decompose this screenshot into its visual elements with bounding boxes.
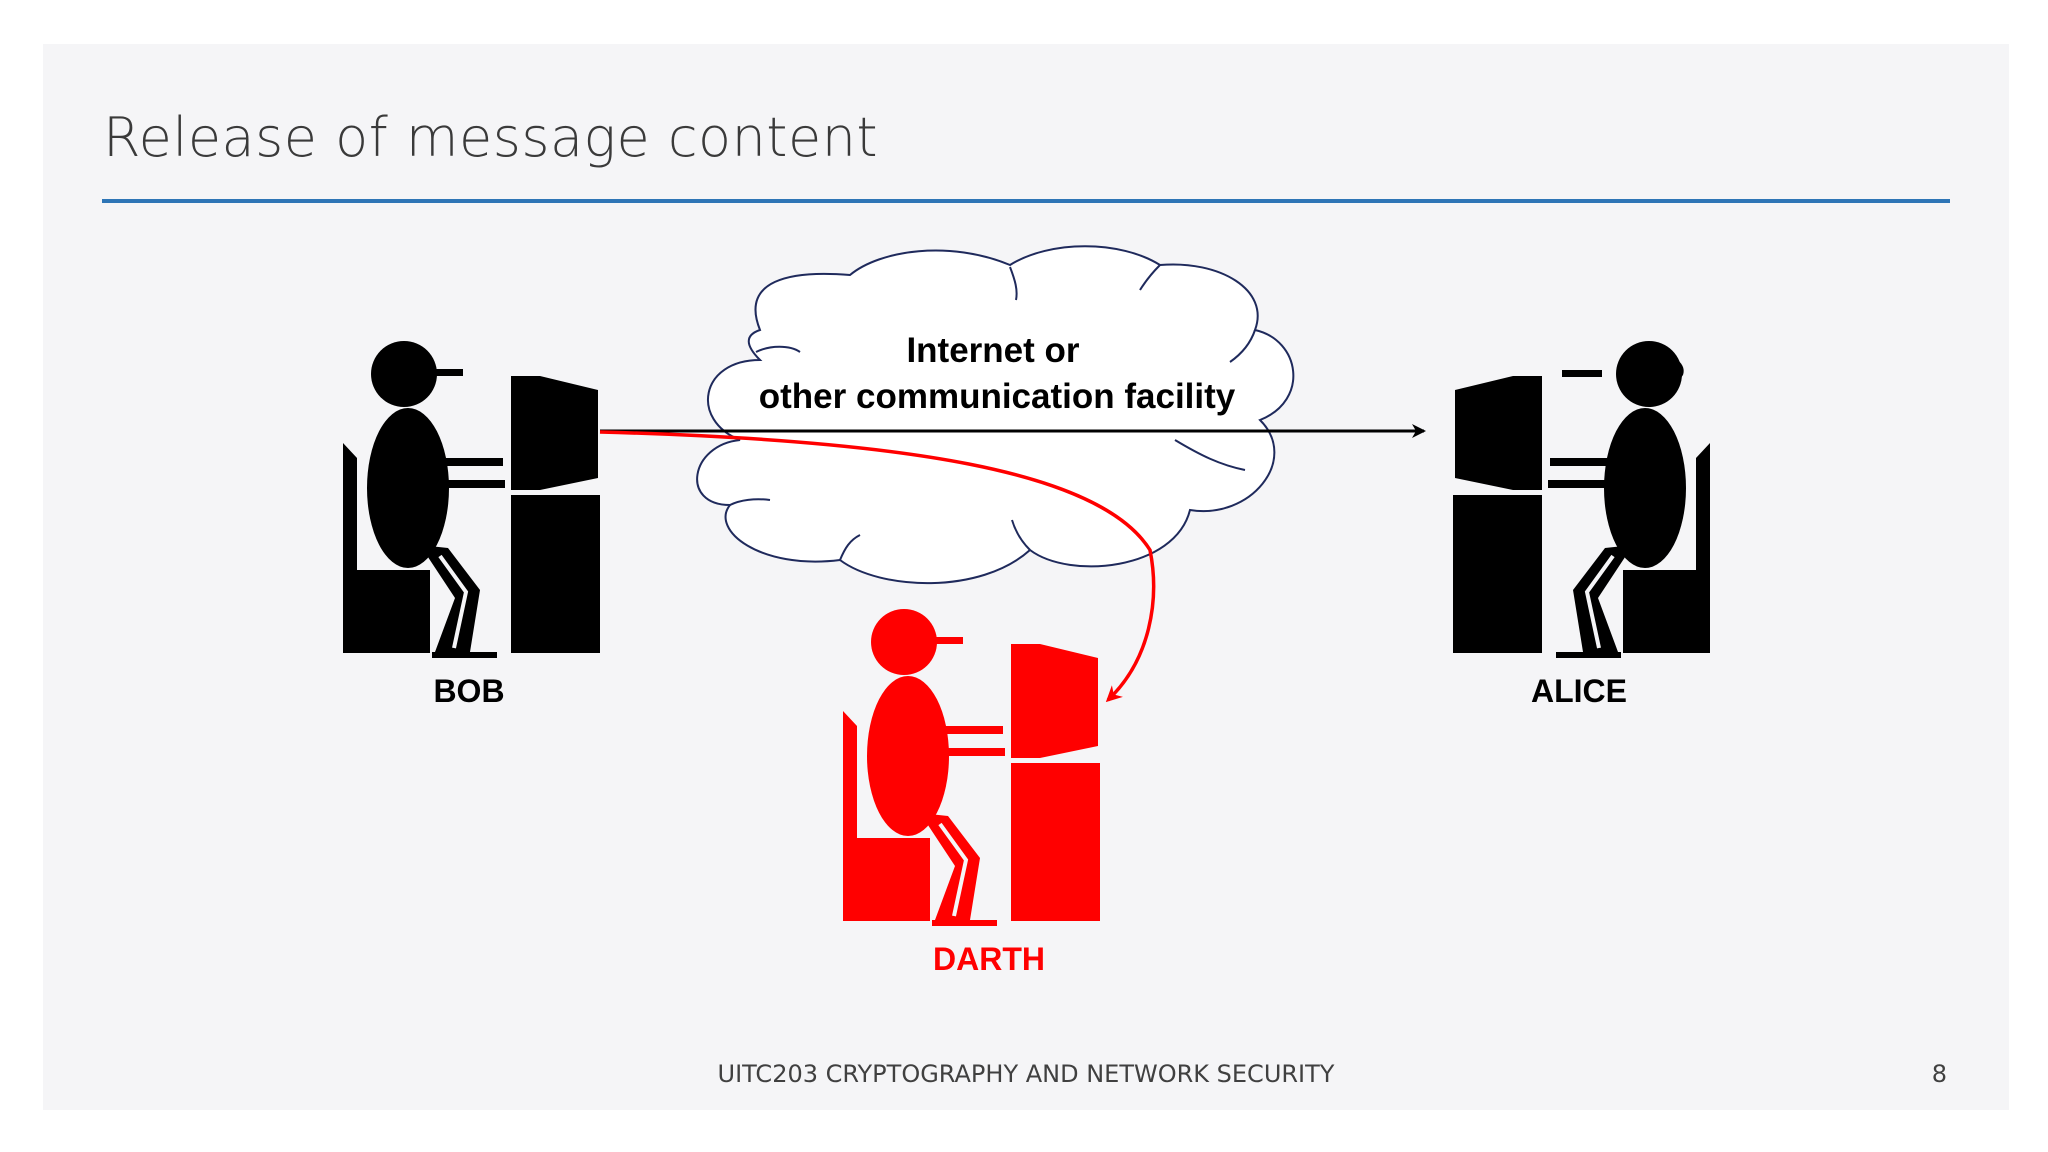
- cloud-label-line1: Internet or: [906, 331, 1079, 370]
- title-underline: [102, 199, 1950, 203]
- alice-label: ALICE: [1531, 673, 1627, 709]
- cloud-shape: [696, 245, 1295, 585]
- bob-label: BOB: [433, 673, 504, 709]
- alice-cap-brim: [1562, 370, 1602, 377]
- darth-leg-stripe: [938, 822, 969, 917]
- bob-figure: [343, 341, 600, 658]
- slide-footer: UITC203 CRYPTOGRAPHY AND NETWORK SECURIT…: [717, 1060, 1335, 1088]
- darth-figure: [843, 609, 1100, 926]
- cloud-label-line2: other communication facility: [759, 377, 1236, 416]
- alice-leg-stripe: [1584, 554, 1615, 649]
- bob-leg-stripe: [438, 554, 469, 649]
- alice-cap: [1640, 351, 1684, 389]
- page-number: 8: [1931, 1060, 1947, 1088]
- interception-arrow: [599, 430, 1156, 703]
- darth-label: DARTH: [933, 941, 1045, 977]
- slide-title: Release of message content: [103, 106, 879, 169]
- alice-figure: [1453, 341, 1710, 658]
